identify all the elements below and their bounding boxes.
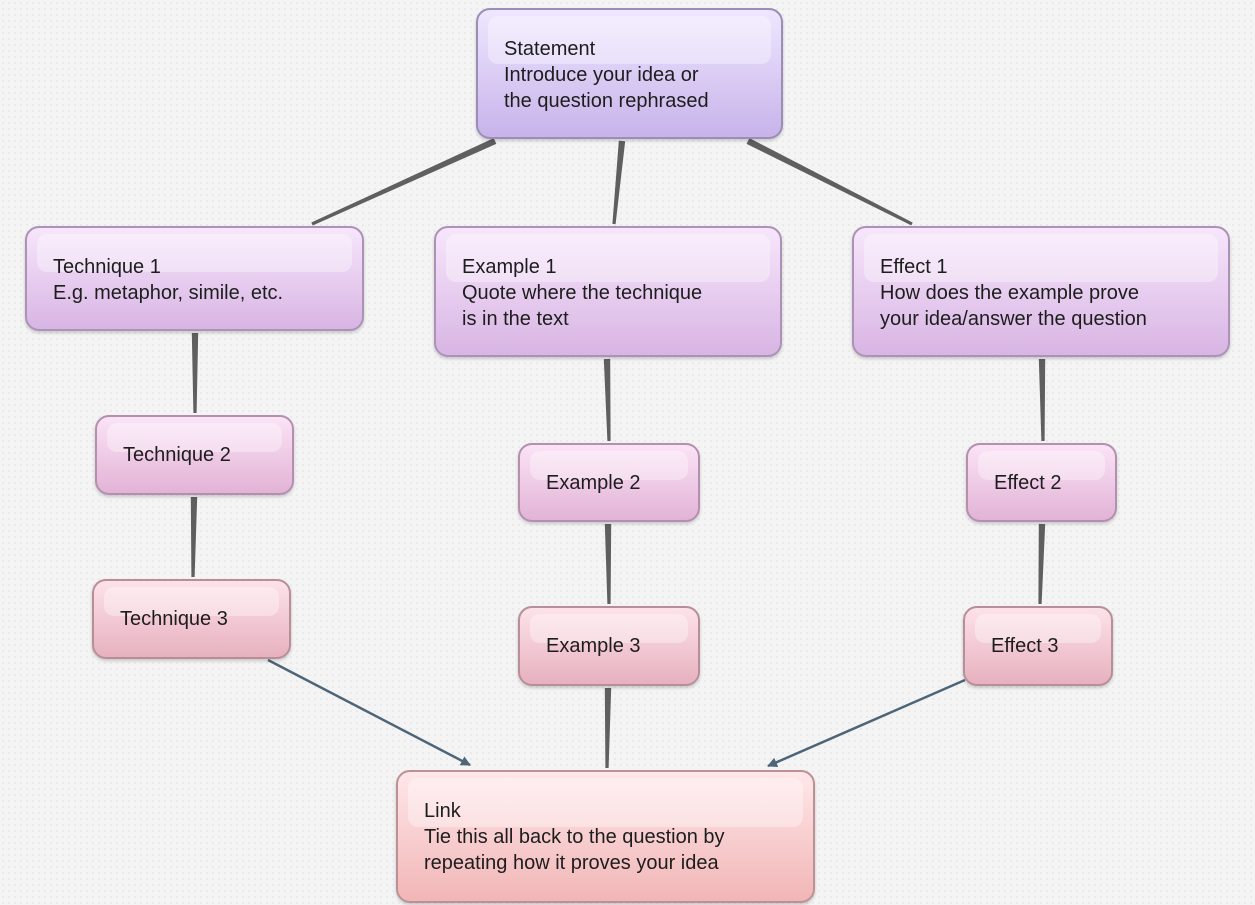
node-effect-1[interactable]: Effect 1 How does the example prove your… xyxy=(852,226,1230,357)
connector-statement-to-technique-1 xyxy=(311,138,497,226)
node-link[interactable]: Link Tie this all back to the question b… xyxy=(396,770,815,903)
node-technique-2[interactable]: Technique 2 xyxy=(95,415,294,495)
node-example-2[interactable]: Example 2 xyxy=(518,443,700,522)
node-technique-1[interactable]: Technique 1 E.g. metaphor, simile, etc. xyxy=(25,226,364,331)
node-effect-2-title: Effect 2 xyxy=(994,471,1062,494)
connector-technique-2-to-technique-3 xyxy=(190,496,198,578)
node-technique-1-title: Technique 1 xyxy=(53,256,161,278)
node-effect-1-text-2: your idea/answer the question xyxy=(880,308,1147,330)
node-statement-text-2: the question rephrased xyxy=(504,90,709,112)
node-effect-3[interactable]: Effect 3 xyxy=(963,606,1113,686)
connector-example-1-to-example-2 xyxy=(603,358,611,442)
node-statement[interactable]: Statement Introduce your idea or the que… xyxy=(476,8,783,139)
connector-effect-2-to-effect-3 xyxy=(1038,523,1046,605)
node-example-3[interactable]: Example 3 xyxy=(518,606,700,686)
node-effect-3-title: Effect 3 xyxy=(991,635,1059,657)
node-link-title: Link xyxy=(424,800,461,822)
node-example-1-title: Example 1 xyxy=(462,256,557,278)
connector-statement-to-effect-1 xyxy=(746,138,913,226)
connector-example-3-to-link xyxy=(604,687,612,769)
node-technique-1-text: E.g. metaphor, simile, etc. xyxy=(53,282,284,304)
node-technique-3[interactable]: Technique 3 xyxy=(92,579,291,659)
node-technique-2-title: Technique 2 xyxy=(123,444,231,466)
connector-example-2-to-example-3 xyxy=(604,523,612,605)
connector-statement-to-example-1 xyxy=(612,140,626,225)
node-effect-1-text-1: How does the example prove xyxy=(880,282,1140,304)
node-link-text-2: repeating how it proves your idea xyxy=(424,852,719,874)
node-link-text-1: Tie this all back to the question by xyxy=(424,826,725,848)
connector-technique-1-to-technique-2 xyxy=(191,333,199,413)
connector-effect-1-to-effect-2 xyxy=(1038,358,1046,442)
connector-effect-3-to-link xyxy=(767,678,966,768)
node-example-1[interactable]: Example 1 Quote where the technique is i… xyxy=(434,226,782,357)
node-example-1-text-1: Quote where the technique xyxy=(462,282,703,304)
node-example-3-title: Example 3 xyxy=(546,635,641,657)
node-effect-1-title: Effect 1 xyxy=(880,256,948,278)
node-technique-3-title: Technique 3 xyxy=(120,608,228,630)
node-statement-text-1: Introduce your idea or xyxy=(504,64,699,86)
node-example-2-title: Example 2 xyxy=(546,471,641,494)
node-effect-2[interactable]: Effect 2 xyxy=(966,443,1117,522)
node-example-1-text-2: is in the text xyxy=(462,308,569,330)
node-statement-title: Statement xyxy=(504,38,596,60)
connector-technique-3-to-link xyxy=(267,658,471,767)
